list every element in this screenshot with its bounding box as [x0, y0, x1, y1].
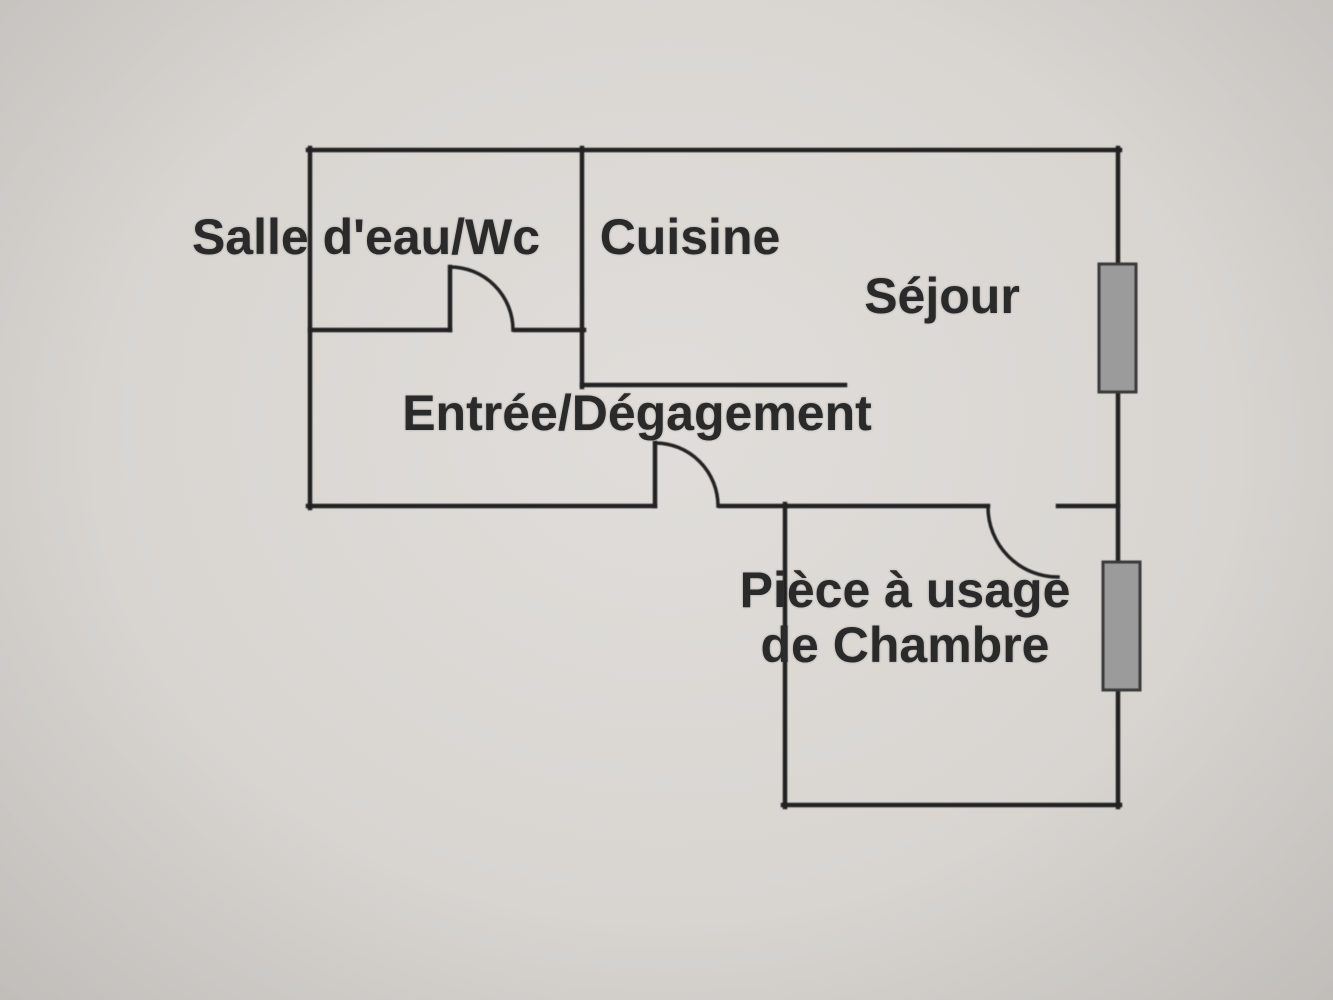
- room-label-cuisine: Cuisine: [599, 209, 781, 265]
- door-arc-chambre: [986, 505, 1060, 579]
- room-label-chambre: Pièce à usage de Chambre: [740, 563, 1071, 673]
- room-label-chambre-line1: Pièce à usage: [739, 562, 1071, 618]
- window-chambre: [1101, 560, 1142, 692]
- room-label-salle-eau: Salle d'eau/Wc: [191, 209, 541, 265]
- room-label-chambre-line2: de Chambre: [760, 617, 1050, 673]
- window-sejour: [1097, 262, 1138, 394]
- room-label-sejour: Séjour: [864, 268, 1020, 324]
- room-label-entree: Entrée/Dégagement: [402, 385, 872, 441]
- door-arc-salle-eau: [448, 265, 515, 332]
- door-arc-entree: [653, 441, 720, 508]
